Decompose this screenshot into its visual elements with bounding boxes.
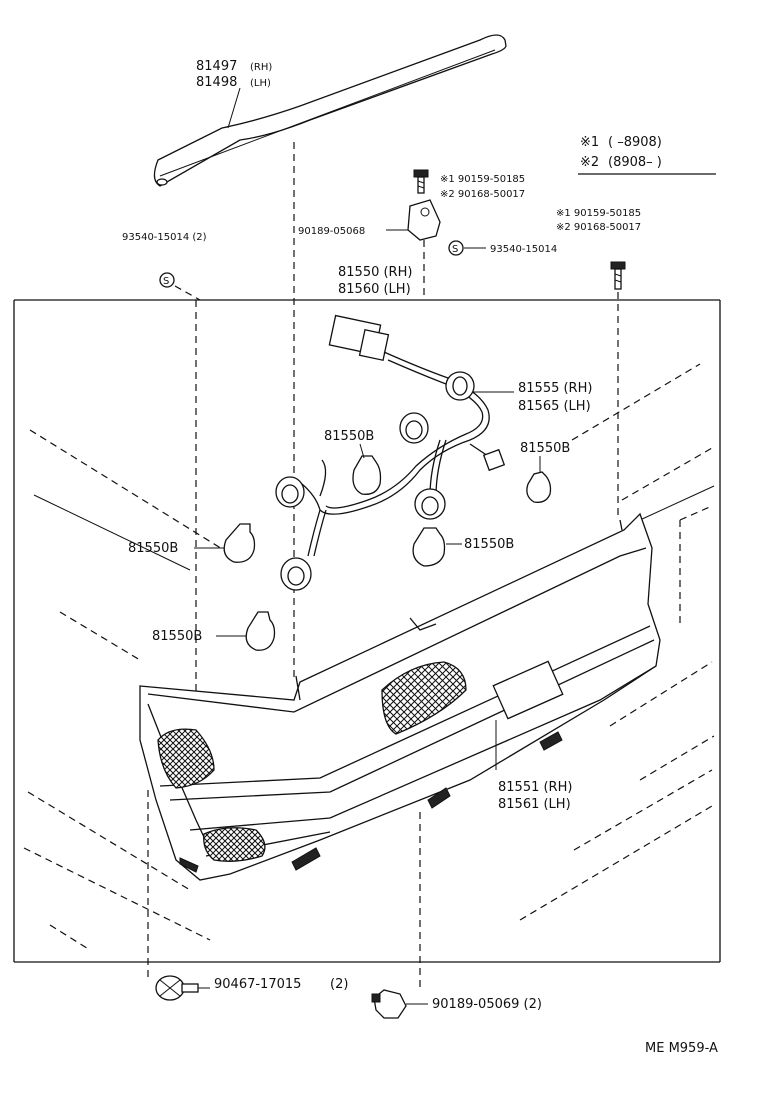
wire-harness: [301, 314, 495, 557]
label-screw-bottom: 90467-17015: [214, 977, 301, 992]
socket-1: [445, 371, 475, 401]
svg-text:S: S: [163, 276, 169, 287]
label-bulb-1: 81550B: [324, 429, 374, 444]
legend-1-mark: ※1: [580, 135, 599, 150]
label-nut-left: 93540-15014 (2): [122, 232, 207, 243]
label-molding-rh-side: (RH): [250, 62, 272, 73]
label-lens-lh: 81561 (LH): [498, 797, 571, 812]
label-molding-lh-side: (LH): [250, 78, 271, 89]
nut-left: S: [159, 272, 201, 301]
legend-1-text: ( –8908): [608, 135, 662, 150]
label-lamp-assy-rh: 81550 (RH): [338, 265, 412, 280]
svg-text:S: S: [452, 244, 458, 255]
assembly-frame: [13, 299, 721, 963]
label-clip-bottom: 90189-05069 (2): [432, 997, 542, 1012]
label-screw-b-1: ※1 90159-50185: [556, 208, 641, 219]
label-bulb-3: 81550B: [128, 541, 178, 556]
label-nut-center: 93540-15014: [490, 244, 557, 255]
legend: ※1 ( –8908) ※2 (8908– ): [578, 135, 716, 175]
label-screw-a-2: ※2 90168-50017: [440, 189, 525, 200]
socket-2: [399, 412, 429, 444]
molding-leader: [227, 87, 241, 129]
socket-3: [275, 476, 305, 508]
label-socket-rh: 81555 (RH): [518, 381, 592, 396]
garnish-molding: [153, 34, 507, 187]
bulb-1: [352, 455, 382, 495]
screw-bracket: [413, 169, 429, 194]
label-bulb-4: 81550B: [464, 537, 514, 552]
body-panel-lines: [23, 363, 715, 951]
screw-right: [610, 261, 626, 520]
bulb-2: [526, 471, 552, 503]
bracket: [407, 199, 441, 300]
legend-2-text: (8908– ): [608, 155, 662, 170]
socket-5: [280, 557, 312, 591]
clip-bottom: [371, 989, 428, 1019]
bulb-3: [223, 523, 256, 563]
bulb-4: [412, 527, 446, 567]
label-lamp-assy-lh: 81560 (LH): [338, 282, 411, 297]
nut-center: S: [448, 240, 486, 256]
bulb-5: [245, 611, 276, 651]
socket-4: [414, 488, 446, 520]
label-molding-rh: 81497: [196, 59, 237, 74]
label-bracket: 90189-05068: [298, 226, 365, 237]
label-screw-a-1: ※1 90159-50185: [440, 174, 525, 185]
label-molding-lh: 81498: [196, 75, 237, 90]
legend-2-mark: ※2: [580, 155, 599, 170]
socket-small: [482, 448, 506, 472]
bulb-1-leader: [359, 443, 365, 459]
label-bulb-5: 81550B: [152, 629, 202, 644]
label-socket-lh: 81565 (LH): [518, 399, 591, 414]
label-screw-bottom-qty: (2): [330, 977, 348, 992]
label-bulb-2: 81550B: [520, 441, 570, 456]
label-screw-b-2: ※2 90168-50017: [556, 222, 641, 233]
drawing-code: ME M959-A: [645, 1041, 718, 1056]
screw-bottom: [155, 975, 210, 1001]
label-lens-rh: 81551 (RH): [498, 780, 572, 795]
